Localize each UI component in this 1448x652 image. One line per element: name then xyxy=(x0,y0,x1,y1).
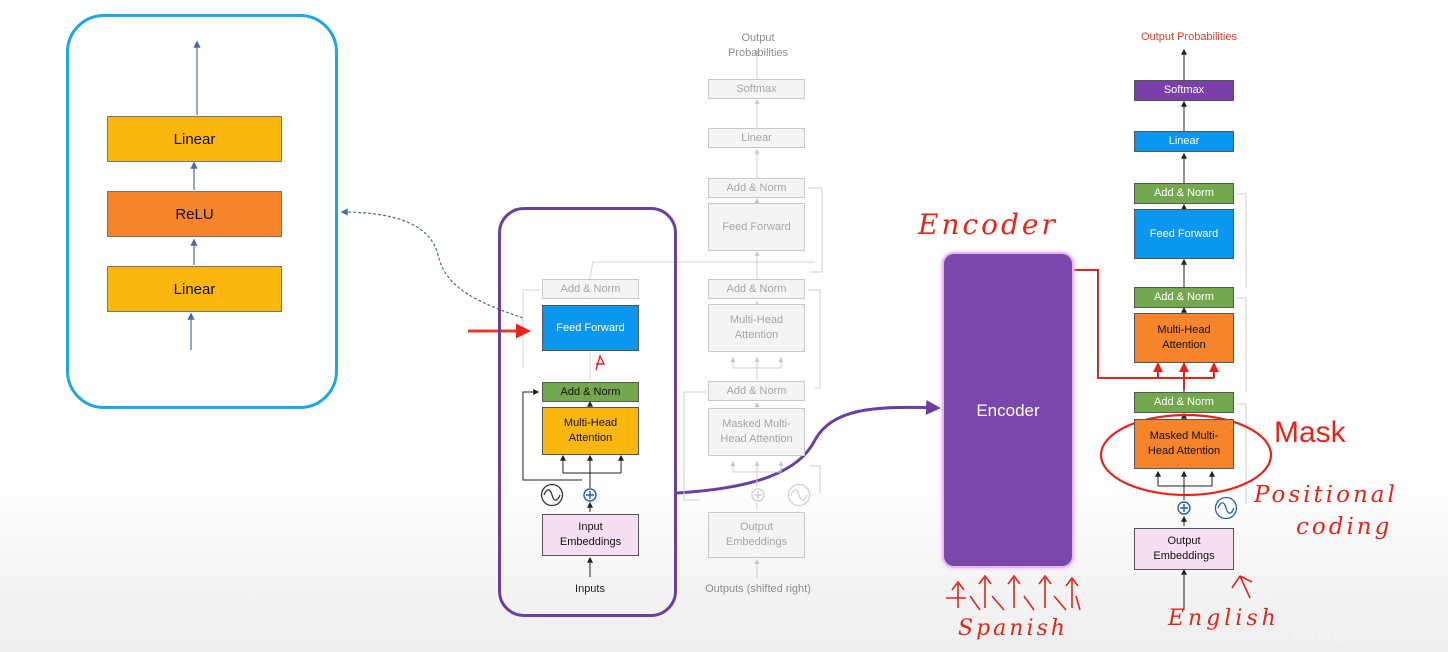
encoder-add-norm-label: Add & Norm xyxy=(560,385,621,398)
mask-label: Mask xyxy=(1274,416,1346,449)
english-arrow xyxy=(1231,575,1253,599)
ghost-output-probabilities: Output Probabilities xyxy=(710,16,806,61)
ghost-add-norm-2: Add & Norm xyxy=(708,279,805,299)
encoder-feed-forward: Feed Forward xyxy=(542,305,639,351)
ffn-linear-top: Linear xyxy=(107,116,282,162)
decoder-linear: Linear xyxy=(1134,131,1234,152)
ffn-relu: ReLU xyxy=(107,191,282,237)
ffn-zoom-arrows xyxy=(187,40,524,350)
decoder-add-norm-3: Add & Norm xyxy=(1134,392,1234,413)
ghost-multi-head-attention: Multi-Head Attention xyxy=(708,304,805,352)
csdn-watermark: CSDN @RichardsZ_ xyxy=(1293,628,1414,643)
decoder-add-norm-1: Add & Norm xyxy=(1134,183,1234,204)
encoder-add-norm: Add & Norm xyxy=(542,382,639,402)
handwritten-spanish-label: Spanish xyxy=(958,616,1068,641)
ffn-linear-bottom: Linear xyxy=(107,266,282,312)
ghost-decoder-arrows xyxy=(683,49,823,578)
encoder-add-norm-top: Add & Norm xyxy=(542,279,639,299)
ghost-output-embeddings: Output Embeddings xyxy=(708,512,805,558)
ghost-linear-label: Linear xyxy=(741,131,772,144)
decoder-multi-head-attention: Multi-Head Attention xyxy=(1134,313,1234,363)
encoder-add-norm-top-label: Add & Norm xyxy=(560,282,621,295)
decoder-masked-multi-head-label: Masked Multi- Head Attention xyxy=(1147,430,1221,457)
decoder-linear-label: Linear xyxy=(1168,135,1200,147)
ffn-relu-label: ReLU xyxy=(175,205,214,223)
decoder-softmax-label: Softmax xyxy=(1163,84,1205,96)
purple-cross-connector xyxy=(676,399,941,495)
decoder-ghost-residuals xyxy=(1236,193,1247,504)
decoder-output-probabilities: Output Probabilities xyxy=(1141,31,1237,43)
decoder-add-circle-icon xyxy=(1177,501,1191,515)
encoder-positional-sine-icon xyxy=(540,483,564,507)
red-tick-mark xyxy=(595,354,606,371)
encoder-input-embeddings-label: Input Embeddings xyxy=(559,521,622,548)
ghost-masked-multi-head-attention: Masked Multi- Head Attention xyxy=(708,408,805,456)
decoder-add-norm-2-label: Add & Norm xyxy=(1154,291,1214,303)
encoder-feed-forward-label: Feed Forward xyxy=(556,321,625,334)
ghost-softmax: Softmax xyxy=(708,79,805,99)
ghost-multi-head-label: Multi-Head Attention xyxy=(729,314,784,341)
ghost-softmax-label: Softmax xyxy=(736,82,777,95)
ghost-add-norm-3-label: Add & Norm xyxy=(726,384,787,397)
ghost-add-circle-icon xyxy=(751,488,765,502)
ffn-zoom-panel xyxy=(66,14,338,409)
decoder-masked-multi-head-attention: Masked Multi- Head Attention xyxy=(1134,419,1234,469)
ghost-feed-forward: Feed Forward xyxy=(708,203,805,251)
ghost-feed-forward-label: Feed Forward xyxy=(722,220,791,233)
mask-ellipse xyxy=(1099,413,1273,497)
decoder-add-norm-3-label: Add & Norm xyxy=(1154,396,1214,408)
ffn-linear-top-label: Linear xyxy=(173,130,216,148)
ghost-add-norm-1: Add & Norm xyxy=(708,178,805,198)
handwritten-encoder-label: Encoder xyxy=(918,208,1058,241)
ghost-output-probabilities-label: Output Probabilities xyxy=(728,32,788,59)
decoder-softmax: Softmax xyxy=(1134,80,1234,101)
ghost-output-embeddings-label: Output Embeddings xyxy=(725,521,788,548)
decoder-output-embeddings-label: Output Embeddings xyxy=(1153,535,1215,562)
decoder-feed-forward-label: Feed Forward xyxy=(1149,227,1219,240)
handwritten-english-label: English xyxy=(1168,606,1280,631)
decoder-multi-head-label: Multi-Head Attention xyxy=(1157,324,1211,351)
encoder-input-embeddings: Input Embeddings xyxy=(542,514,639,556)
ghost-positional-sine-icon xyxy=(787,483,811,507)
decoder-positional-sine-icon xyxy=(1214,496,1238,520)
encoder-multi-head-label: Multi-Head Attention xyxy=(563,417,618,444)
encoder-block-panel xyxy=(498,207,677,617)
encoder-box-title: Encoder xyxy=(976,400,1040,420)
ghost-outputs-shifted-label: Outputs (shifted right) xyxy=(705,583,811,595)
encoder-box: Encoder xyxy=(942,252,1074,568)
ghost-add-norm-1-label: Add & Norm xyxy=(726,181,787,194)
ghost-add-norm-3: Add & Norm xyxy=(708,381,805,401)
ffn-linear-bottom-label: Linear xyxy=(173,280,216,298)
ghost-add-norm-2-label: Add & Norm xyxy=(726,282,787,295)
encoder-inputs-label: Inputs xyxy=(575,583,605,595)
decoder-add-norm-2: Add & Norm xyxy=(1134,287,1234,308)
encoder-multi-head-attention: Multi-Head Attention xyxy=(542,407,639,455)
spanish-token-arrows xyxy=(946,574,1081,611)
decoder-output-embeddings: Output Embeddings xyxy=(1134,528,1234,570)
ghost-masked-multi-head-label: Masked Multi- Head Attention xyxy=(720,418,793,445)
ghost-linear: Linear xyxy=(708,128,805,148)
encoder-decoder-red-connection xyxy=(1074,269,1219,390)
decoder-feed-forward: Feed Forward xyxy=(1134,209,1234,259)
encoder-add-circle-icon xyxy=(583,488,597,502)
decoder-add-norm-1-label: Add & Norm xyxy=(1154,187,1214,199)
encoder-block-arrows xyxy=(522,389,624,577)
handwritten-positional-line1: Positional xyxy=(1254,482,1398,508)
handwritten-positional-line2: coding xyxy=(1296,514,1393,540)
